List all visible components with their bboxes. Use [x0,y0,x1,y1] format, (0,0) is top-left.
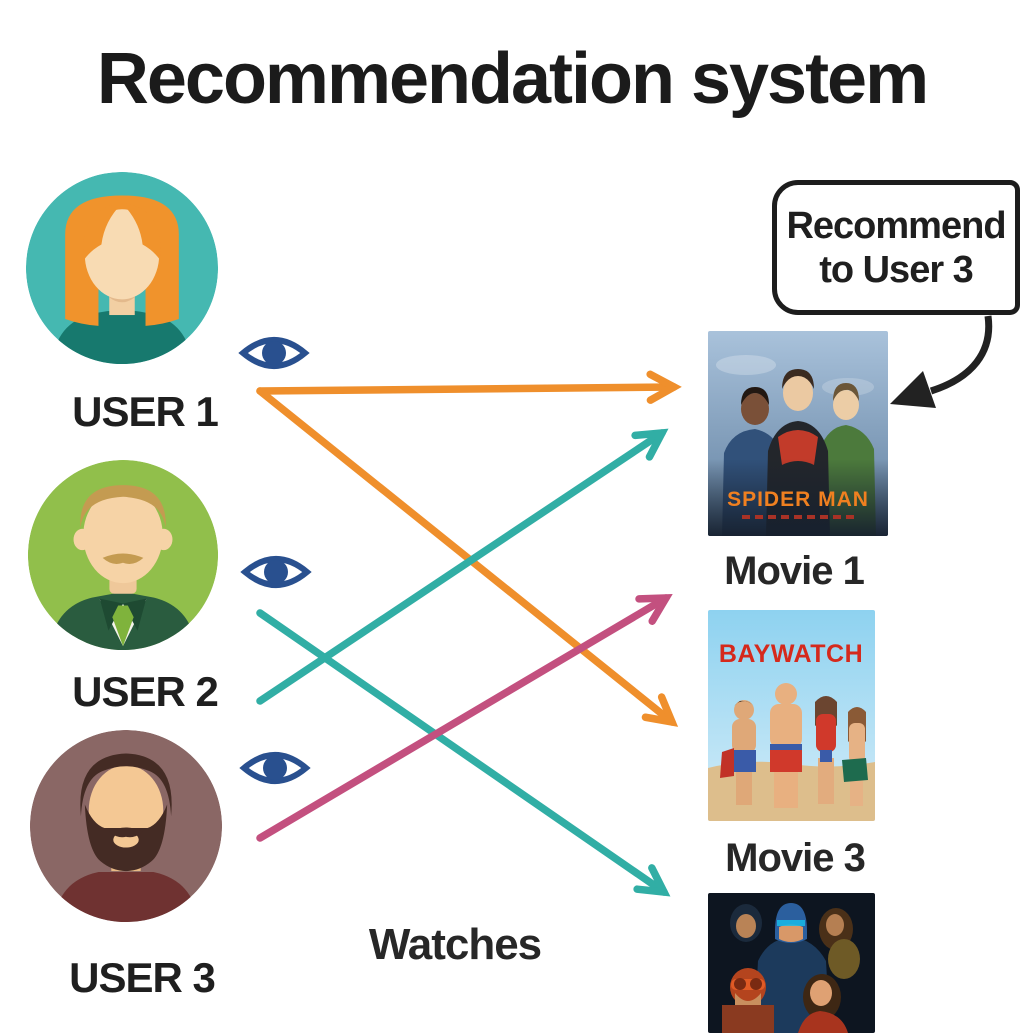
user2-label: USER 2 [72,668,219,715]
avatar-user1 [24,170,220,366]
movie2-poster [708,893,875,1033]
movie3-label: Movie 3 [725,836,866,880]
eye-icon [239,752,311,784]
user1-avatar-image [25,171,219,365]
movie3-poster-title: BAYWATCH [719,640,863,668]
edge-user1-movie3 [256,387,679,727]
edge-user2-movie2 [256,609,671,897]
page-title: Recommendation system [96,39,929,119]
movie3-poster: BAYWATCH [708,610,875,821]
callout-line2: to User 3 [819,248,974,291]
user3-label: USER 3 [69,954,216,1001]
edge-user1-movie1 [256,370,682,404]
recommend-arrow [890,315,993,408]
movie1-label: Movie 1 [724,549,865,593]
watches-label: Watches [368,920,542,969]
heroes-poster-image [708,893,875,1033]
spiderman-poster-image: SPIDER MAN [708,331,888,536]
edge-user3-movie3 [256,594,673,842]
user1-label: USER 1 [72,388,219,435]
recommendation-callout: Recommend to User 3 [772,180,1020,315]
movie1-poster: SPIDER MAN [708,331,888,536]
user3-avatar-image [29,729,223,923]
user2-avatar-image [27,459,219,651]
eye-icon [240,556,312,588]
eye-icon [238,337,310,369]
callout-line1: Recommend [786,204,1006,247]
avatar-user3 [28,728,224,924]
baywatch-poster-image: BAYWATCH [708,610,875,821]
avatar-user2 [26,458,220,652]
movie1-poster-title: SPIDER MAN [727,488,869,511]
